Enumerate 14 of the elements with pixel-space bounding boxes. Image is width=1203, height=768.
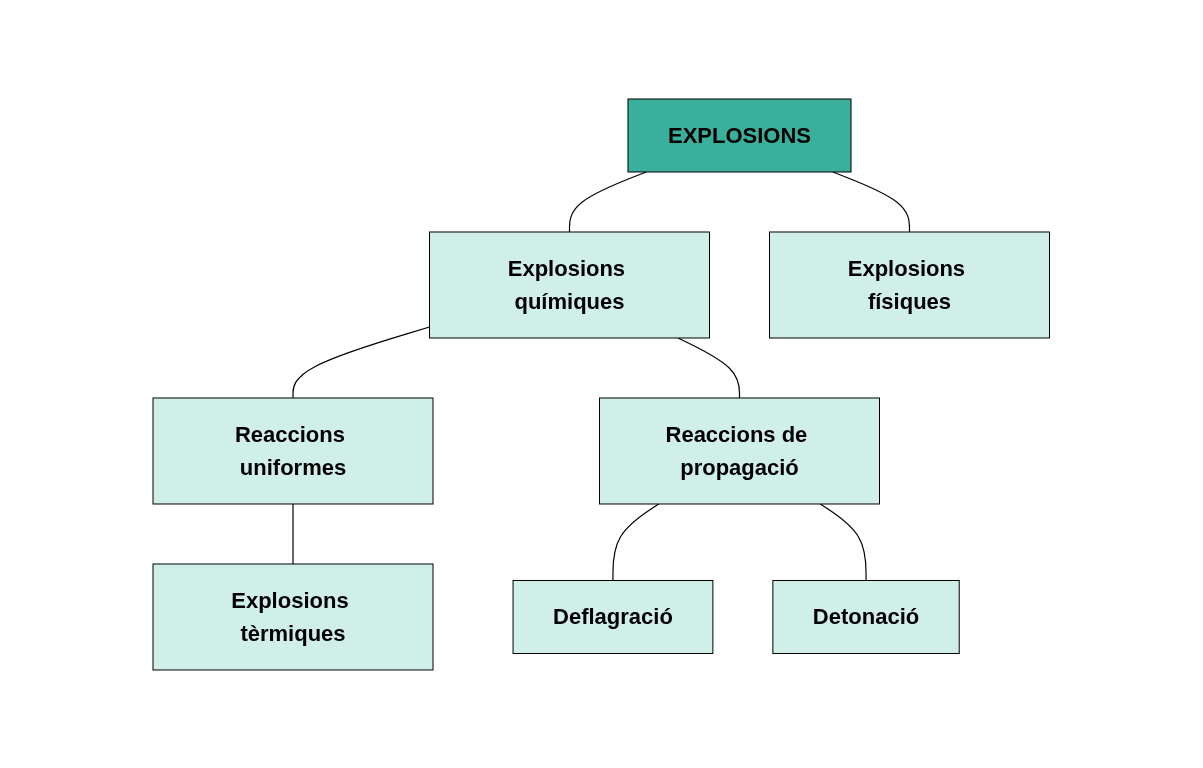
connector	[612, 502, 660, 581]
connector	[819, 502, 867, 581]
node-box: Explosions químiques	[429, 231, 711, 338]
connector	[677, 336, 741, 399]
node-box: Explosions físiques	[769, 231, 1051, 338]
node-box: Explosions tèrmiques	[152, 563, 434, 670]
connector	[292, 502, 294, 565]
node-box: Reaccions de propagació	[599, 397, 881, 504]
connector	[292, 325, 431, 399]
node-box: Reaccions uniformes	[152, 397, 434, 504]
connector	[832, 170, 911, 233]
node-box: Detonació	[772, 579, 960, 654]
node-box: Deflagració	[512, 579, 714, 654]
node-box: EXPLOSIONS	[627, 98, 852, 172]
